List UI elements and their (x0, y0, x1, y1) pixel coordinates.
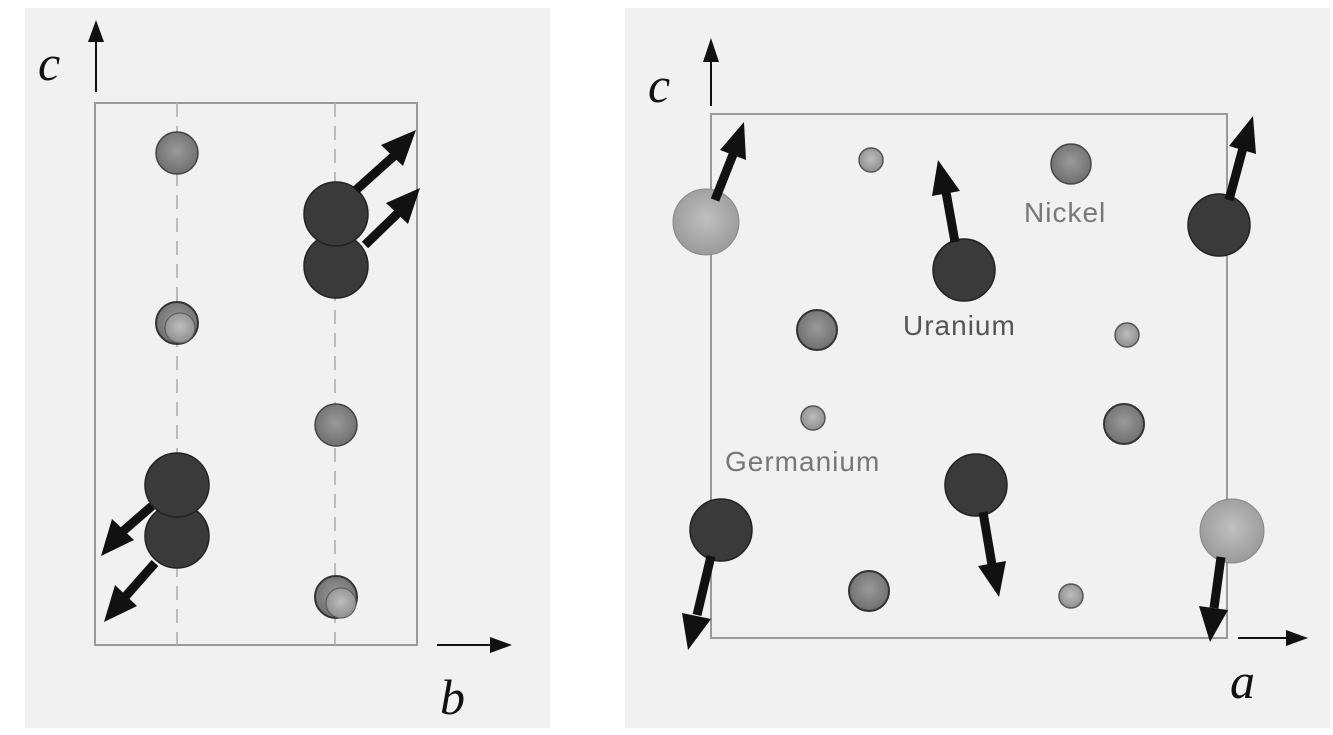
nickel-atom (1050, 143, 1092, 185)
right-atoms (672, 143, 1265, 612)
left-unit-cell (94, 102, 418, 646)
germanium-atom (1114, 322, 1140, 348)
moment-arrow (352, 130, 416, 194)
overlapping-atom-pair (314, 575, 358, 619)
germanium-atom (800, 405, 826, 431)
left-c-axis (88, 20, 104, 92)
right-c-axis (703, 38, 719, 106)
uranium-atom (1187, 193, 1251, 257)
nickel-atom (155, 131, 199, 175)
right-moment-arrows (682, 116, 1256, 650)
nickel-label: Nickel (1024, 197, 1106, 228)
moment-arrow (1199, 556, 1228, 642)
moment-arrow (682, 554, 716, 650)
moment-arrow (101, 502, 155, 556)
germanium-label: Germanium (725, 446, 880, 477)
nickel-atom (796, 309, 838, 351)
uranium-label: Uranium (903, 310, 1016, 341)
uranium-atom (932, 238, 996, 302)
right-unit-cell (710, 113, 1228, 639)
left-c-axis-label: c (38, 35, 60, 91)
moment-arrow (710, 122, 746, 202)
left-atoms (144, 131, 369, 619)
uranium-atom-light (672, 188, 740, 256)
moment-arrow (978, 511, 1006, 597)
right-a-axis (1238, 630, 1308, 646)
right-c-axis-label: c (648, 57, 670, 113)
nickel-atom (314, 403, 358, 447)
left-b-axis (437, 637, 512, 653)
uranium-atom (144, 452, 210, 518)
right-cell-frame (710, 113, 1228, 639)
moment-arrow (104, 560, 159, 622)
uranium-atom (303, 181, 369, 247)
germanium-atom (858, 147, 884, 173)
right-a-axis-label: a (1230, 653, 1255, 709)
left-b-axis-label: b (440, 669, 465, 725)
moment-arrow (361, 188, 420, 249)
nickel-atom (848, 570, 890, 612)
moment-arrow (1224, 116, 1256, 202)
uranium-atom (689, 498, 753, 562)
overlapping-atom-pair (155, 301, 199, 345)
uranium-atom (944, 453, 1008, 517)
uranium-atom-light (1199, 498, 1265, 564)
left-cell-frame (94, 102, 418, 646)
left-moment-arrows (101, 130, 420, 622)
germanium-atom (1058, 583, 1084, 609)
moment-arrow (932, 160, 960, 243)
nickel-atom (1103, 403, 1145, 445)
